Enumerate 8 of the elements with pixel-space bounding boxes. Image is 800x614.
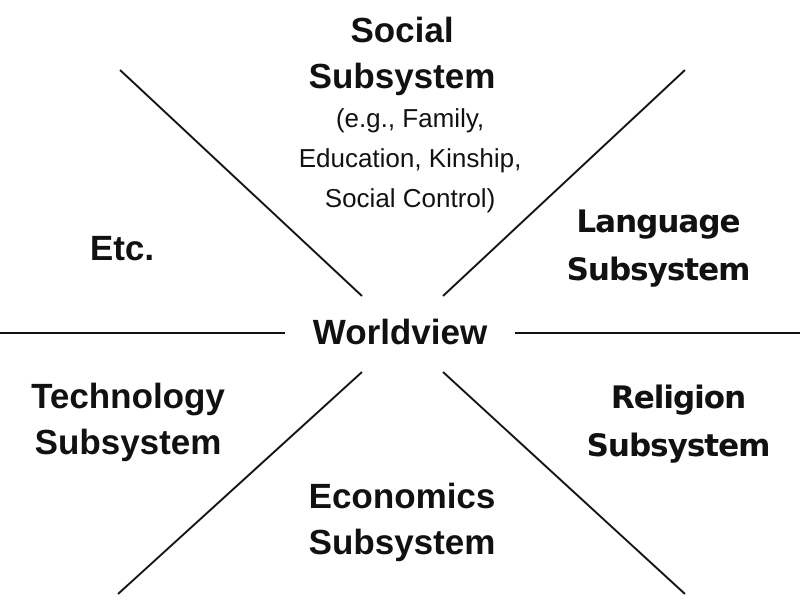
sector-heading: Etc.	[88, 228, 156, 270]
sector-heading: Economics Subsystem	[308, 476, 496, 564]
sector-heading: Social Subsystem	[308, 10, 496, 98]
sector-heading: Technology Subsystem	[30, 376, 226, 464]
example-list: (e.g., Family, Education, Kinship, Social Control)	[285, 98, 535, 218]
sector-heading: Religion Subsystem	[586, 379, 770, 466]
sector-heading: Language Subsystem	[566, 203, 750, 290]
center-heading: Worldview	[312, 312, 488, 354]
